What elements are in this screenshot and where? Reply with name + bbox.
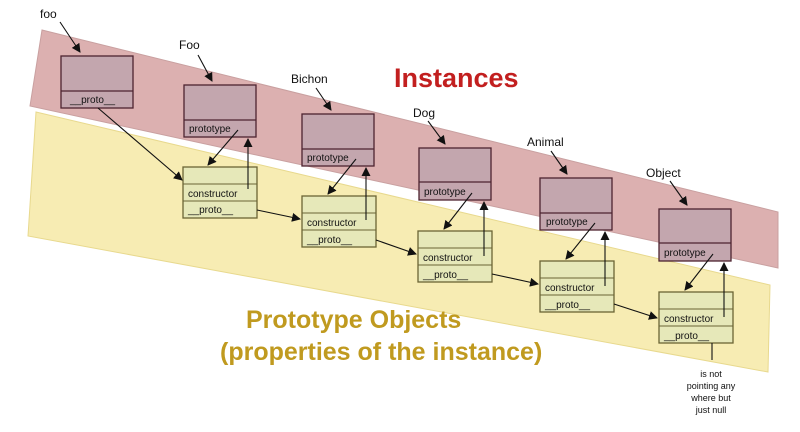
- null-note-line-2: pointing any: [687, 381, 736, 391]
- Foo-proto-slot: __proto__: [187, 205, 233, 216]
- Bichon-proto-slot: __proto__: [306, 235, 352, 246]
- null-note: is not pointing any where but just null: [687, 369, 736, 415]
- instance-Dog: prototype: [418, 147, 492, 201]
- instances-heading: Instances: [394, 63, 519, 93]
- null-note-line-1: is not: [700, 369, 722, 379]
- Animal-constructor-slot: constructor: [545, 283, 595, 294]
- Dog-prototype-arrow: [443, 192, 473, 230]
- label-Object: Object: [646, 166, 681, 180]
- instance-Object: prototype: [658, 208, 732, 262]
- Foo-label-arrow: [197, 54, 213, 82]
- Object-prototype-slot: prototype: [664, 248, 706, 259]
- Animal-label-arrow: [550, 150, 568, 175]
- proto-object-Object: constructor __proto__: [658, 291, 734, 344]
- Bichon-prototype-slot: prototype: [307, 153, 349, 164]
- proto-object-Dog: constructor __proto__: [417, 230, 493, 283]
- foo-proto-slot: __proto__: [69, 95, 115, 106]
- Bichon-constructor-slot: constructor: [307, 218, 357, 229]
- Dog-prototype-slot: prototype: [424, 187, 466, 198]
- label-Animal: Animal: [527, 135, 564, 149]
- Dog-label-arrow: [427, 120, 446, 145]
- Object-proto-slot: __proto__: [663, 331, 709, 342]
- Object-prototype-arrow: [684, 253, 714, 291]
- instance-foo: __proto__: [60, 55, 134, 109]
- null-note-line-3: where but: [690, 393, 731, 403]
- instance-Bichon: prototype: [301, 113, 375, 167]
- label-foo: foo: [40, 7, 57, 21]
- Dog-proto-chain-arrow: [491, 273, 539, 287]
- instance-Animal: prototype: [539, 177, 613, 231]
- instance-Foo: prototype: [183, 84, 257, 138]
- label-Dog: Dog: [413, 106, 435, 120]
- Object-constructor-slot: constructor: [664, 314, 714, 325]
- Animal-proto-chain-arrow: [613, 303, 658, 320]
- proto-object-Animal: constructor __proto__: [539, 260, 615, 313]
- label-Foo: Foo: [179, 38, 200, 52]
- Foo-prototype-arrow: [207, 129, 239, 166]
- Animal-prototype-slot: prototype: [546, 217, 588, 228]
- foo-proto-arrow: [97, 107, 183, 181]
- Animal-prototype-arrow: [565, 222, 596, 260]
- prototype-objects-heading: Prototype Objects: [246, 306, 461, 334]
- label-pointers: [59, 21, 688, 206]
- foo-label-arrow: [59, 21, 81, 53]
- Foo-constructor-slot: constructor: [188, 189, 238, 200]
- proto-object-Bichon: constructor __proto__: [301, 195, 377, 248]
- prototype-objects-subheading: (properties of the instance): [220, 338, 542, 366]
- Bichon-label-arrow: [315, 87, 332, 111]
- label-Bichon: Bichon: [291, 72, 328, 86]
- Dog-proto-slot: __proto__: [422, 270, 468, 281]
- Foo-proto-chain-arrow: [256, 209, 301, 222]
- Animal-proto-slot: __proto__: [544, 300, 590, 311]
- Bichon-proto-chain-arrow: [375, 239, 417, 256]
- Object-label-arrow: [669, 180, 688, 206]
- Bichon-prototype-arrow: [327, 158, 357, 195]
- relationship-arrows: [97, 107, 729, 360]
- null-note-line-4: just null: [695, 405, 727, 415]
- Foo-prototype-slot: prototype: [189, 124, 231, 135]
- proto-object-Foo: constructor __proto__: [182, 166, 258, 219]
- Dog-constructor-slot: constructor: [423, 253, 473, 264]
